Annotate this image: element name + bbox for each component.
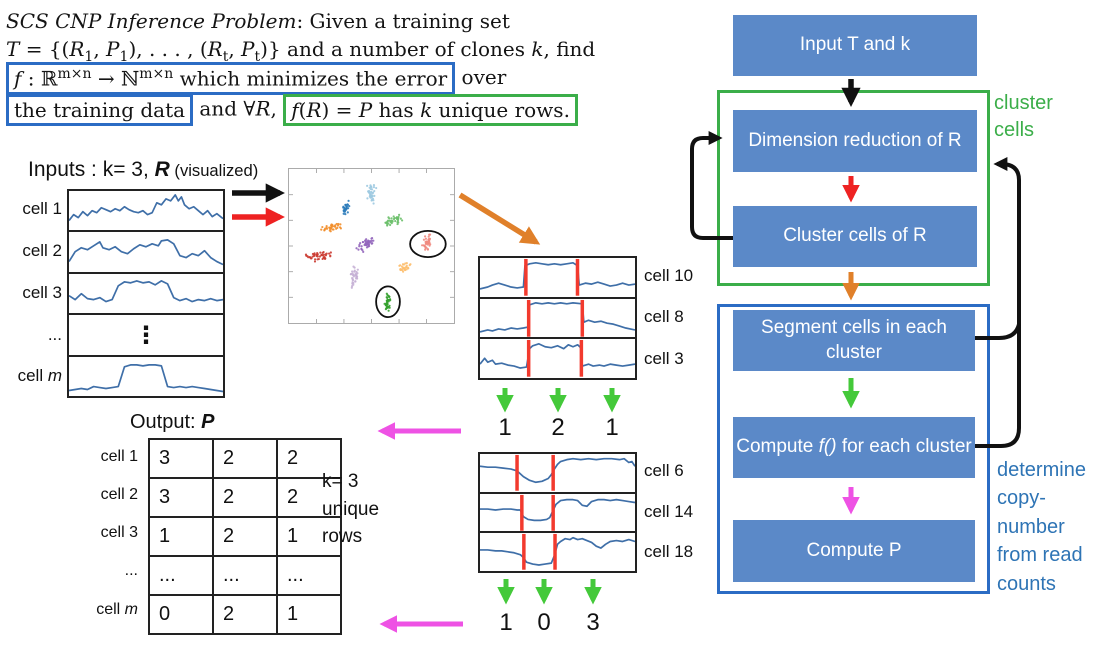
flow-step-compute-f: Compute f() for each cluster — [733, 417, 975, 478]
copy-number-1: 1 — [498, 414, 512, 441]
table-row: ... ... ... — [148, 555, 342, 596]
flow-step-compute-p-label: Compute P — [806, 539, 902, 561]
flow-step-dim-label: Dimension reduction of R — [748, 129, 962, 151]
flow-step-input: Input T and k — [733, 15, 977, 76]
segmented-cluster-2 — [478, 452, 637, 573]
seg1-label-cell-10: cell 10 — [644, 266, 694, 285]
copy-number-2: 2 — [551, 414, 565, 441]
copy-number-6: 3 — [586, 609, 600, 636]
seg2-label-cell-14: cell 14 — [644, 502, 694, 521]
tsne-scatter-plot — [288, 168, 455, 324]
signal-plot-cell-m — [69, 357, 223, 396]
inputs-title: Inputs : k= 3, R (visualized) — [28, 158, 259, 181]
signal-plot-cell-3 — [69, 274, 223, 316]
segment-plot-cell-3 — [480, 339, 635, 378]
table-cell: 1 — [276, 516, 342, 557]
segment-plot-cell-10 — [480, 258, 635, 299]
seg2-label-cell-18: cell 18 — [644, 542, 694, 561]
table-cell: 2 — [212, 477, 278, 518]
orange-arrow-to-segments — [458, 192, 541, 245]
table-cell: 2 — [276, 477, 342, 518]
copy-number-3: 1 — [605, 414, 619, 441]
table-cell: 1 — [148, 516, 214, 557]
segmented-cluster-1 — [478, 256, 637, 380]
table-row: 1 2 1 — [148, 516, 342, 557]
problem-line-1: SCS CNP Inference Problem: Given a train… — [6, 9, 510, 33]
problem-line-3: f : ℝm×n → ℕm×n which minimizes the erro… — [6, 62, 506, 95]
scatter-points — [289, 169, 454, 323]
row-label-cell-m: cell m — [17, 366, 62, 385]
out-label-ellipsis: ... — [124, 562, 138, 579]
problem-line-4-mid: and ∀R, — [193, 96, 284, 121]
flow-step-dimension-reduction: Dimension reduction of R — [733, 110, 977, 172]
blue-highlight-box-2: the training data — [6, 94, 194, 126]
flow-step-cluster-cells: Cluster cells of R — [733, 206, 977, 267]
unique-rows-note: k= 3 unique rows — [322, 471, 380, 548]
signal-plot-cell-1 — [69, 191, 223, 233]
problem-line-3-rest: over — [455, 64, 507, 89]
green-highlight-box: f(R) = P has k unique rows. — [283, 94, 578, 126]
table-cell: 2 — [212, 438, 278, 479]
flow-step-segment-label: Segment cells in each cluster — [761, 316, 947, 363]
table-cell: 1 — [276, 594, 342, 635]
seg1-label-cell-8: cell 8 — [644, 307, 684, 326]
row-label-cell-2: cell 2 — [22, 241, 62, 260]
output-matrix-P: 3 2 2 3 2 2 1 2 1 ... ... ... 0 2 1 — [148, 438, 342, 635]
segment-plot-cell-6 — [480, 454, 635, 494]
row-label-cell-3: cell 3 — [22, 283, 62, 302]
table-cell: 2 — [212, 516, 278, 557]
flow-step-compute-p: Compute P — [733, 520, 975, 582]
copy-number-5: 0 — [537, 609, 551, 636]
table-cell: 3 — [148, 477, 214, 518]
table-cell: ... — [148, 555, 214, 596]
row-label-cell-1: cell 1 — [22, 199, 62, 218]
input-matrix-R: ⋮ — [67, 189, 225, 398]
table-cell: 3 — [148, 438, 214, 479]
copy-number-outline — [717, 304, 990, 594]
seg1-label-cell-3: cell 3 — [644, 349, 684, 368]
segment-plot-cell-8 — [480, 299, 635, 340]
out-label-cell-3: cell 3 — [100, 524, 138, 541]
segment-plot-cell-14 — [480, 494, 635, 534]
row-label-ellipsis: ... — [47, 325, 62, 344]
table-cell: 2 — [276, 438, 342, 479]
segment-plot-cell-18 — [480, 533, 635, 571]
copy-number-4: 1 — [499, 609, 513, 636]
table-row: 0 2 1 — [148, 594, 342, 635]
determine-copy-number-label: determine copy-number from read counts — [997, 459, 1086, 595]
out-label-cell-m: cell m — [96, 601, 138, 618]
out-label-cell-1: cell 1 — [100, 448, 138, 465]
flow-step-input-label: Input T and k — [799, 34, 911, 56]
out-label-cell-2: cell 2 — [100, 486, 138, 503]
output-title: Output: P — [130, 411, 215, 433]
table-row: 3 2 2 — [148, 477, 342, 518]
flow-step-cluster-label: Cluster cells of R — [783, 225, 927, 247]
problem-line-2: T = {(R1, P1), . . . , (Rt, Pt)} and a n… — [6, 37, 596, 65]
table-cell: 0 — [148, 594, 214, 635]
table-cell: 2 — [212, 594, 278, 635]
vertical-ellipsis: ⋮ — [134, 320, 158, 349]
flow-step-segment: Segment cells in each cluster — [733, 310, 975, 371]
seg2-label-cell-6: cell 6 — [644, 461, 684, 480]
signal-plot-ellipsis: ⋮ — [69, 315, 223, 357]
signal-plot-cell-2 — [69, 232, 223, 274]
cluster-cells-label: cluster cells — [994, 92, 1053, 141]
blue-highlight-box-1: f : ℝm×n → ℕm×n which minimizes the erro… — [6, 62, 456, 95]
table-cell: ... — [212, 555, 278, 596]
table-row: 3 2 2 — [148, 438, 342, 479]
flow-step-compute-f-label: Compute f() for each cluster — [736, 436, 972, 458]
problem-line-4: the training data and ∀R, f(R) = P has k… — [6, 94, 578, 126]
table-cell: ... — [276, 555, 342, 596]
